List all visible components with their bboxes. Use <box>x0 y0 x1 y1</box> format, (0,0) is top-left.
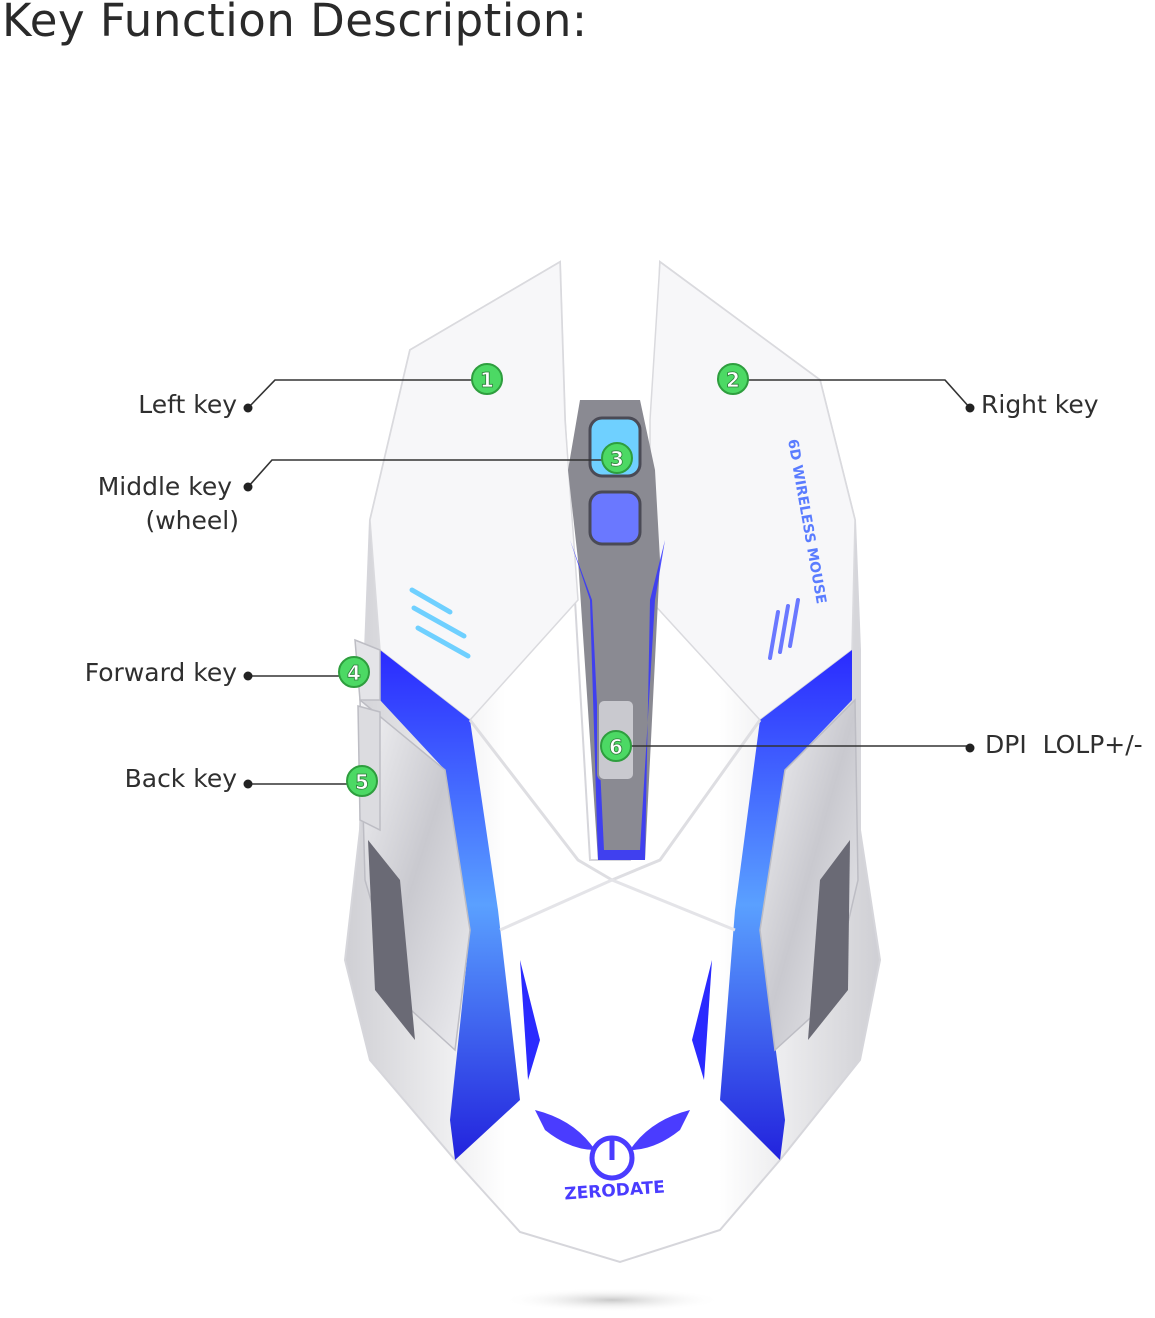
badge-3: 3 <box>601 442 633 474</box>
left-button <box>369 260 579 722</box>
left-vents <box>409 587 471 659</box>
label-left-key: Left key <box>138 390 237 419</box>
badge-2: 2 <box>717 363 749 395</box>
leader-lines <box>247 379 971 785</box>
badge-5: 5 <box>346 765 378 797</box>
badge-4: 4 <box>338 656 370 688</box>
label-middle-key-wheel: (wheel) <box>145 506 239 535</box>
svg-text:1: 1 <box>480 368 494 392</box>
svg-text:6: 6 <box>609 735 623 759</box>
right-glow <box>720 650 852 1160</box>
label-dpi: DPI LOLP+/- <box>985 730 1143 759</box>
svg-text:2: 2 <box>726 368 740 392</box>
left-glow <box>380 650 520 1160</box>
svg-text:3: 3 <box>610 447 624 471</box>
left-side-panel <box>359 698 471 1052</box>
mouse-shadow <box>502 1288 722 1312</box>
page-title: Key Function Description: <box>2 0 588 47</box>
svg-text:4: 4 <box>347 661 361 685</box>
label-right-key: Right key <box>981 390 1099 419</box>
svg-text:5: 5 <box>355 770 369 794</box>
leader-dots <box>243 403 975 789</box>
label-back-key: Back key <box>124 764 237 793</box>
brand-logo-icon <box>535 1110 690 1181</box>
badge-1: 1 <box>471 363 503 395</box>
label-middle-key: Middle key <box>97 472 232 501</box>
label-forward-key: Forward key <box>84 658 237 687</box>
right-vents <box>768 598 800 660</box>
badge-6: 6 <box>600 730 632 762</box>
